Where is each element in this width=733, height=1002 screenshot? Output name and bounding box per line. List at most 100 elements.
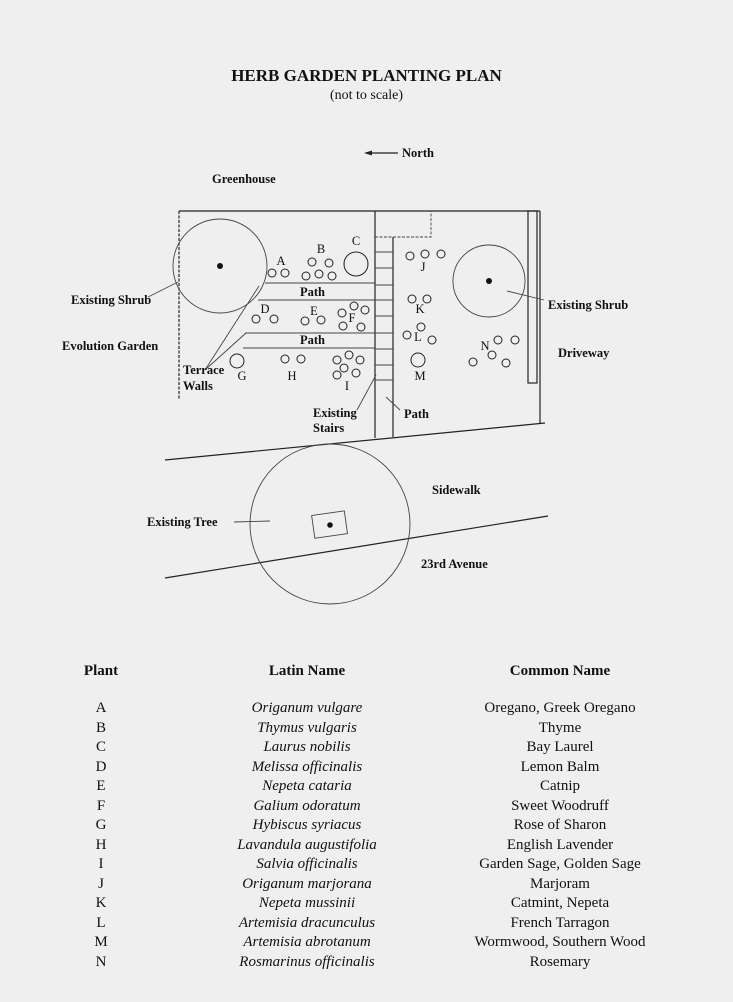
common-name: Sweet Woodruff bbox=[511, 797, 609, 814]
plant-label: F bbox=[349, 311, 356, 325]
plant-label: L bbox=[414, 330, 422, 344]
latin-name: Artemisia abrotanum bbox=[243, 934, 371, 950]
table-row: L Artemisia dracunculus French Tarragon bbox=[0, 915, 733, 935]
terrace-paths bbox=[243, 282, 393, 349]
plant-letter: B bbox=[95, 719, 106, 736]
plant-letter: H bbox=[95, 836, 107, 853]
plant-letter: I bbox=[98, 856, 104, 872]
plant-label: C bbox=[352, 234, 360, 248]
common-name: Lemon Balm bbox=[520, 758, 600, 775]
terrace-walls-label: Terrace bbox=[183, 363, 225, 377]
latin-name: Laurus nobilis bbox=[263, 739, 351, 755]
plant-letter: E bbox=[96, 778, 106, 794]
path-upper-label: Path bbox=[300, 285, 325, 299]
latin-name: Salvia officinalis bbox=[256, 856, 358, 872]
path-stairs-label: Path bbox=[404, 407, 429, 421]
common-name: Bay Laurel bbox=[526, 739, 594, 755]
page-title: HERB GARDEN PLANTING PLAN bbox=[231, 66, 502, 85]
latin-name: Galium odoratum bbox=[253, 797, 361, 814]
plant-letter: C bbox=[95, 739, 106, 755]
common-name: Marjoram bbox=[530, 875, 590, 892]
plant-label: K bbox=[415, 302, 424, 316]
plant-label: E bbox=[310, 304, 318, 318]
avenue-label: 23rd Avenue bbox=[421, 557, 488, 571]
table-row: G Hybiscus syriacus Rose of Sharon bbox=[0, 817, 733, 837]
pointer-lines bbox=[147, 281, 545, 523]
garden-plan-diagram: North Greenhouse Path Path bbox=[62, 146, 628, 605]
table-row: A Origanum vulgare Oregano, Greek Oregano bbox=[0, 700, 733, 720]
plant-letter: N bbox=[95, 953, 107, 970]
plant-label: M bbox=[414, 369, 425, 383]
existing-stairs bbox=[374, 211, 432, 438]
latin-name: Artemisia dracunculus bbox=[238, 914, 376, 931]
plant-letter: A bbox=[95, 700, 107, 716]
table-row: H Lavandula augustifolia English Lavender bbox=[0, 837, 733, 857]
evolution-garden-label: Evolution Garden bbox=[62, 339, 158, 353]
common-name: Thyme bbox=[538, 719, 582, 736]
table-row: E Nepeta cataria Catnip bbox=[0, 778, 733, 798]
latin-name: Origanum vulgare bbox=[251, 700, 363, 716]
plant-label: I bbox=[345, 379, 349, 393]
plant-label: G bbox=[237, 369, 246, 383]
common-name: Rosemary bbox=[529, 953, 591, 970]
north-arrow-icon bbox=[364, 150, 398, 156]
table-row: M Artemisia abrotanum Wormwood, Southern W… bbox=[0, 934, 733, 954]
table-row: K Nepeta mussinii Catmint, Nepeta bbox=[0, 895, 733, 915]
existing-shrub-right-label: Existing Shrub bbox=[548, 298, 628, 312]
latin-name: Origanum marjorana bbox=[242, 875, 372, 892]
plant-label: D bbox=[260, 302, 269, 316]
column-header-latin: Latin Name bbox=[268, 663, 346, 679]
existing-shrub-right-icon bbox=[452, 244, 526, 318]
sidewalk-and-tree bbox=[164, 443, 549, 605]
sidewalk-label: Sidewalk bbox=[432, 483, 481, 497]
existing-stairs-label: Existing bbox=[313, 406, 358, 420]
table-row: I Salvia officinalis Garden Sage, Golden S… bbox=[0, 856, 733, 876]
table-row: D Melissa officinalis Lemon Balm bbox=[0, 759, 733, 779]
common-name: Garden Sage, Golden Sage bbox=[479, 856, 641, 872]
existing-shrub-left-icon bbox=[172, 218, 268, 314]
latin-name: Lavandula augustifolia bbox=[237, 836, 377, 853]
plant-letter: J bbox=[98, 875, 104, 892]
plant-label: B bbox=[317, 242, 325, 256]
common-name: Wormwood, Southern Wood bbox=[474, 934, 646, 950]
table-row: N Rosmarinus officinalis Rosemary bbox=[0, 954, 733, 974]
plant-circles bbox=[229, 249, 520, 380]
plant-letter: G bbox=[95, 817, 107, 833]
table-row: J Origanum marjorana Marjoram bbox=[0, 876, 733, 896]
terrace-walls-label: Walls bbox=[183, 379, 213, 393]
common-name: Oregano, Greek Oregano bbox=[484, 700, 636, 716]
page-subtitle: (not to scale) bbox=[329, 88, 404, 103]
common-name: Rose of Sharon bbox=[513, 817, 607, 833]
plant-label: H bbox=[287, 369, 296, 383]
column-header-common: Common Name bbox=[509, 663, 611, 679]
plant-letter: L bbox=[96, 914, 106, 931]
plant-label: A bbox=[276, 254, 285, 268]
latin-name: Nepeta cataria bbox=[262, 778, 352, 794]
latin-name: Hybiscus syriacus bbox=[252, 817, 362, 833]
north-label: North bbox=[402, 146, 434, 160]
plant-letter: D bbox=[95, 758, 107, 775]
greenhouse-label: Greenhouse bbox=[212, 172, 276, 186]
latin-name: Melissa officinalis bbox=[251, 758, 363, 775]
common-name: French Tarragon bbox=[510, 914, 610, 931]
common-name: English Lavender bbox=[506, 836, 614, 853]
common-name: Catmint, Nepeta bbox=[510, 895, 610, 911]
plant-letter: K bbox=[95, 895, 107, 911]
latin-name: Nepeta mussinii bbox=[258, 895, 356, 911]
driveway-label: Driveway bbox=[558, 346, 610, 360]
common-name: Catnip bbox=[540, 778, 580, 794]
table-row: C Laurus nobilis Bay Laurel bbox=[0, 739, 733, 759]
latin-name: Thymus vulgaris bbox=[257, 719, 357, 736]
existing-stairs-label: Stairs bbox=[313, 421, 344, 435]
table-row: B Thymus vulgaris Thyme bbox=[0, 720, 733, 740]
plant-letter: M bbox=[94, 934, 108, 950]
existing-tree-label: Existing Tree bbox=[147, 515, 218, 529]
latin-name: Rosmarinus officinalis bbox=[239, 953, 375, 970]
plant-labels: A B C D E F G H I J K L M N bbox=[237, 234, 489, 393]
plant-label: J bbox=[421, 260, 426, 274]
plant-label: N bbox=[480, 339, 489, 353]
path-lower-label: Path bbox=[300, 333, 325, 347]
garden-boundary bbox=[164, 210, 546, 461]
existing-shrub-left-label: Existing Shrub bbox=[71, 293, 151, 307]
